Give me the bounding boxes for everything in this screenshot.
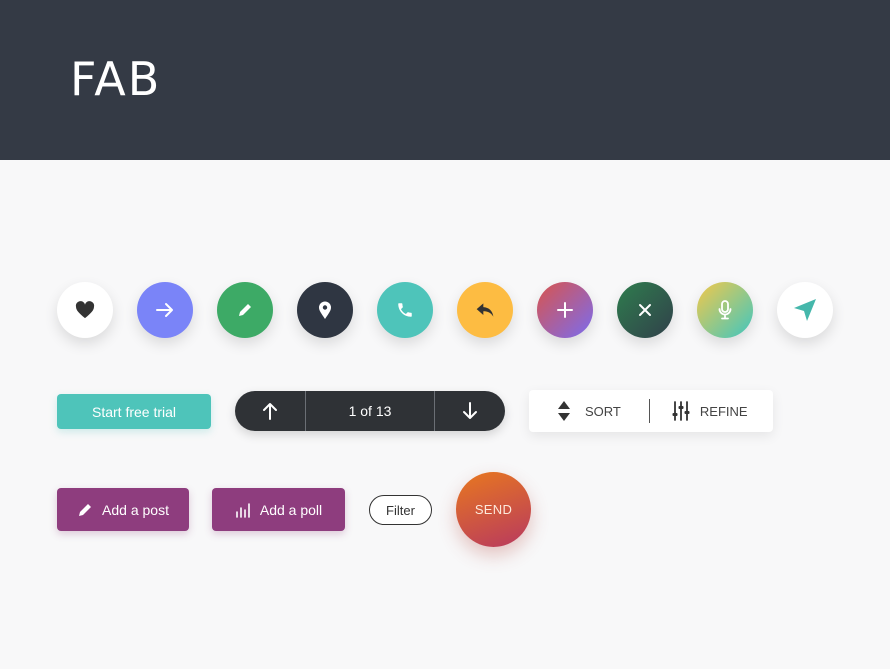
sort-icon — [558, 401, 570, 421]
sort-refine-bar: SORT REFINE — [529, 390, 773, 432]
previous-button[interactable] — [235, 391, 305, 431]
page-header: FAB — [0, 0, 890, 160]
start-free-trial-button[interactable]: Start free trial — [57, 394, 211, 429]
sortbar-divider — [648, 399, 650, 423]
plus-icon — [557, 302, 573, 318]
pager-divider — [434, 391, 435, 431]
phone-fab-button[interactable] — [377, 282, 433, 338]
heart-fab-button[interactable] — [57, 282, 113, 338]
arrow-down-icon — [463, 402, 477, 419]
filter-button[interactable]: Filter — [369, 495, 432, 525]
arrow-right-icon — [156, 303, 173, 317]
location-pin-icon — [319, 301, 331, 319]
pencil-icon — [239, 304, 251, 316]
location-fab-button[interactable] — [297, 282, 353, 338]
close-icon — [639, 304, 651, 316]
refine-label: REFINE — [699, 403, 748, 419]
add-poll-button[interactable]: Add a poll — [212, 488, 345, 531]
send-button[interactable]: SEND — [456, 472, 531, 547]
sliders-icon — [672, 401, 690, 421]
navigation-fab-button[interactable] — [777, 282, 833, 338]
reply-fab-button[interactable] — [457, 282, 513, 338]
arrow-fab-button[interactable] — [137, 282, 193, 338]
reply-icon — [476, 303, 494, 317]
heart-icon — [75, 301, 95, 319]
arrow-up-icon — [263, 403, 277, 420]
bar-chart-icon — [236, 502, 250, 518]
add-fab-button[interactable] — [537, 282, 593, 338]
sort-button[interactable]: SORT — [557, 400, 621, 422]
phone-icon — [398, 303, 412, 317]
page-title: FAB — [70, 52, 162, 106]
microphone-icon — [718, 300, 732, 320]
sort-label: SORT — [585, 403, 621, 419]
close-fab-button[interactable] — [617, 282, 673, 338]
pager-divider — [305, 391, 306, 431]
refine-button[interactable]: REFINE — [672, 401, 748, 421]
add-post-button[interactable]: Add a post — [57, 488, 189, 531]
pencil-icon — [79, 503, 92, 516]
microphone-fab-button[interactable] — [697, 282, 753, 338]
navigation-arrow-icon — [794, 299, 816, 321]
add-post-label: Add a post — [102, 501, 169, 518]
pagination-control: 1 of 13 — [235, 391, 505, 431]
next-button[interactable] — [435, 391, 505, 431]
page-count: 1 of 13 — [348, 403, 392, 419]
edit-fab-button[interactable] — [217, 282, 273, 338]
add-poll-label: Add a poll — [259, 501, 323, 518]
